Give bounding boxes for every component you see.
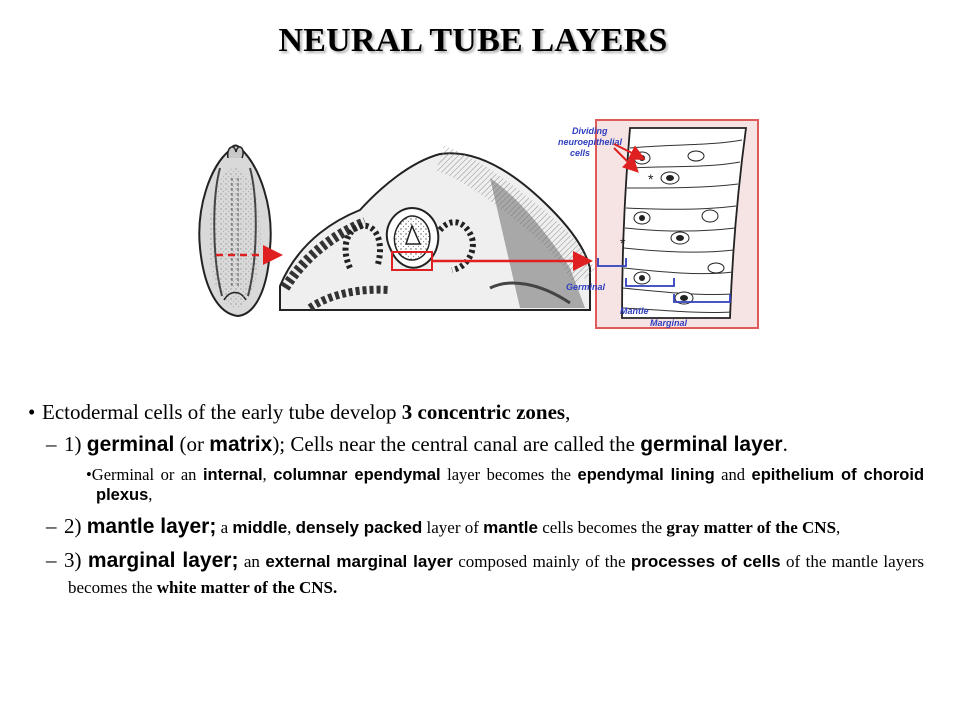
text-run: composed mainly of the [452,552,631,571]
text-run: of the mantle layers becomes the [68,552,925,597]
callout-cells: cells [570,148,590,158]
dash-marker: – [46,548,57,572]
intro-post: , [565,400,571,424]
text-run: layer becomes the [440,465,578,484]
bold-run: marginal layer; [87,549,239,572]
svg-text:*: * [620,235,626,251]
bold-run: germinal [86,433,175,456]
bullet-list: Ectodermal cells of the early tube devel… [28,400,924,608]
text-run: cells becomes the [537,518,667,537]
text-run: , [148,485,153,504]
bold-run: mantle layer; [86,515,217,538]
bullet-germinal: –1) germinal (or matrix); Cells near the… [28,432,924,457]
text-run: and [714,465,752,484]
text-run: an [238,552,266,571]
bullet-germinal-sub: •Germinal or an internal, columnar epend… [28,465,924,505]
text-run: 1) [64,432,87,456]
text-run: Germinal or an [91,465,203,484]
text-run: 3) [64,548,88,572]
neural-tube-figure: * * Dividing neuroepithelial cells Germi… [190,118,765,330]
bold-run: internal [202,466,263,484]
bold-run: germinal layer [640,433,783,456]
bold-run: processes of cells [630,552,781,571]
callout-dividing: Dividing [572,126,608,136]
svg-text:*: * [648,171,654,187]
zone-mantle-label: Mantle [620,306,649,316]
slide-title: NEURAL TUBE LAYERS [278,22,668,59]
text-run: 2) [64,514,87,538]
text-run: ); Cells near the central canal are call… [272,432,641,456]
bold-run: gray matter of the CNS [666,518,837,537]
bold-run: ependymal lining [577,466,715,484]
bullet-mantle: –2) mantle layer; a middle, densely pack… [28,514,924,540]
callout-neuroepithelial: neuroepithelial [558,137,623,147]
embryo-illustration [198,144,272,318]
zone-germinal-label: Germinal [566,282,606,292]
text-run: . [782,432,788,456]
bold-run: columnar ependymal [273,466,441,484]
text-run: layer of [422,518,484,537]
dash-marker: – [46,432,57,456]
bold-run: epithelium of choroid plexus [96,466,925,504]
bold-run: white matter of the CNS. [156,578,338,597]
text-run: , [287,518,296,537]
bullet-intro: Ectodermal cells of the early tube devel… [28,400,924,425]
dash-marker: – [46,514,57,538]
bold-run: matrix [209,433,273,456]
text-run: , [836,518,841,537]
intro-bold: 3 concentric zones [401,400,566,424]
cross-section-illustration [279,145,597,312]
dot-marker: • [86,465,92,484]
bold-run: external marginal layer [265,552,453,571]
zone-marginal-label: Marginal [650,318,688,328]
text-run: , [262,465,274,484]
bold-run: mantle [483,518,538,537]
bold-run: middle [232,518,288,537]
neuroepithelium-detail: * * Dividing neuroepithelial cells Germi… [558,119,759,329]
text-run: (or [174,432,210,456]
bold-run: densely packed [295,518,423,537]
text-run: a [216,518,233,537]
bullet-marginal: –3) marginal layer; an external marginal… [28,548,924,600]
intro-text: Ectodermal cells of the early tube devel… [42,400,402,424]
